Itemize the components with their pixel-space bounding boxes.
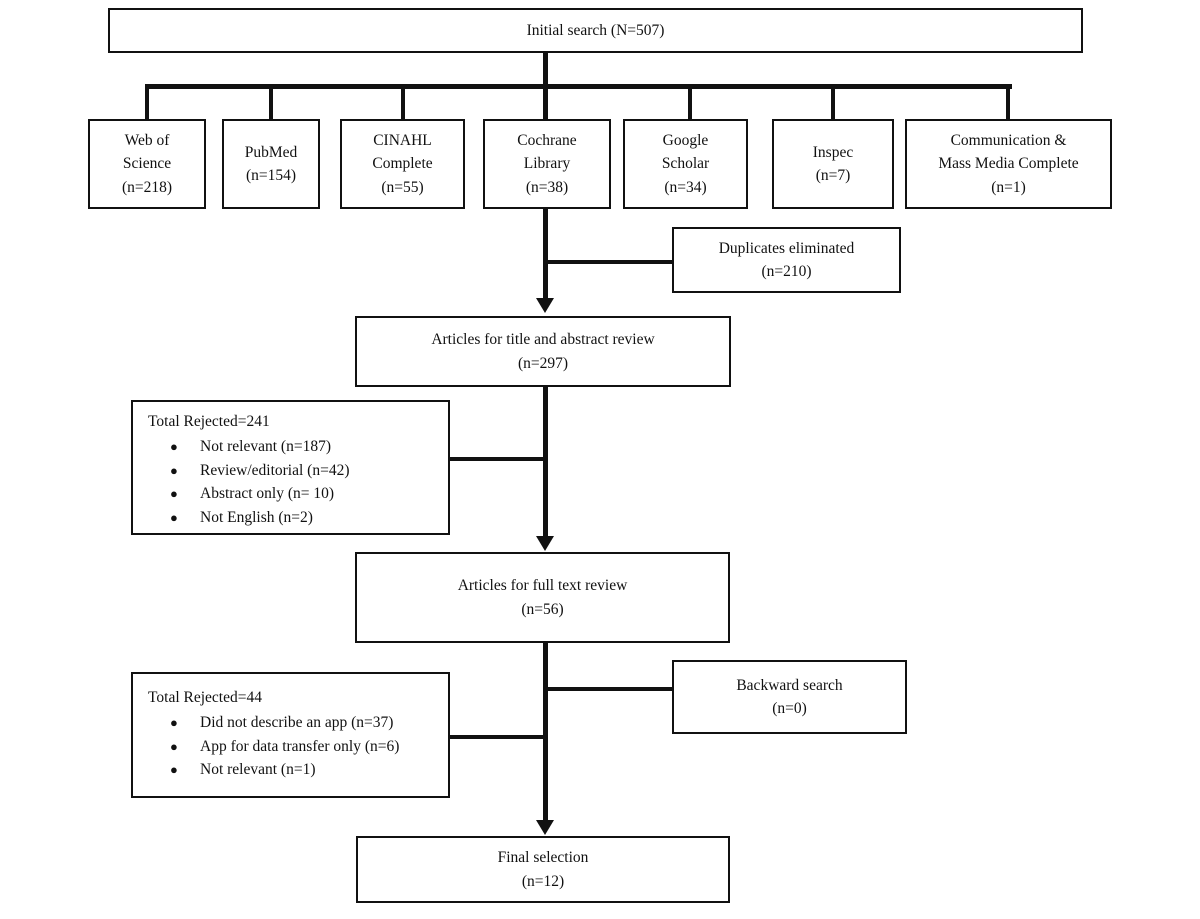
backward-search-box: Backward search (n=0) — [672, 660, 907, 734]
rejection-reason: ●Did not describe an app (n=37) — [148, 711, 434, 734]
initial-search-label: Initial search (N=507) — [526, 21, 665, 39]
backward-search-label: Backward search (n=0) — [736, 676, 843, 717]
rejection-reason: ●Abstract only (n= 10) — [148, 482, 434, 505]
connector-drop-google-scholar — [688, 84, 692, 120]
connector-drop-cinahl — [401, 84, 405, 120]
connector-rejected-241 — [449, 457, 545, 461]
connector-drop-web-of-science — [145, 84, 149, 120]
arrow-down-icon — [536, 298, 554, 313]
connector-backward-search — [545, 687, 672, 691]
connector-spine-2 — [543, 387, 548, 538]
connector-drop-inspec — [831, 84, 835, 120]
duplicates-label: Duplicates eliminated (n=210) — [718, 239, 855, 280]
bullet-icon: ● — [170, 509, 178, 525]
rejection-reason: ●Not English (n=2) — [148, 506, 434, 529]
bullet-icon: ● — [170, 439, 178, 455]
database-label: Web of Science (n=218) — [121, 132, 173, 196]
title-abstract-review-box: Articles for title and abstract review (… — [355, 316, 731, 387]
connector-duplicates — [545, 260, 673, 264]
rejected-241-list: ●Not relevant (n=187) ●Review/editorial … — [148, 435, 434, 529]
database-label: PubMed (n=154) — [244, 143, 298, 184]
bullet-icon: ● — [170, 715, 178, 731]
database-box-google-scholar: Google Scholar (n=34) — [623, 119, 748, 209]
title-abstract-review-label: Articles for title and abstract review (… — [431, 331, 655, 372]
distributor-line — [145, 84, 1012, 89]
database-box-cmmc: Communication & Mass Media Complete (n=1… — [905, 119, 1112, 209]
full-text-review-label: Articles for full text review (n=56) — [457, 577, 628, 618]
bullet-icon: ● — [170, 762, 178, 778]
initial-search-box: Initial search (N=507) — [108, 8, 1083, 53]
rejection-reason: ●App for data transfer only (n=6) — [148, 735, 434, 758]
duplicates-box: Duplicates eliminated (n=210) — [672, 227, 901, 293]
database-label: Communication & Mass Media Complete (n=1… — [938, 132, 1079, 196]
database-box-inspec: Inspec (n=7) — [772, 119, 894, 209]
final-selection-label: Final selection (n=12) — [497, 849, 589, 890]
database-box-web-of-science: Web of Science (n=218) — [88, 119, 206, 209]
connector-drop-pubmed — [269, 84, 273, 120]
database-label: Cochrane Library (n=38) — [517, 132, 577, 196]
rejected-44-heading: Total Rejected=44 — [148, 689, 262, 706]
connector-drop-cochrane — [543, 84, 548, 120]
connector-spine-1 — [543, 209, 548, 300]
database-label: Inspec (n=7) — [812, 143, 854, 184]
connector-spine-3 — [543, 643, 548, 822]
rejected-241-heading: Total Rejected=241 — [148, 413, 270, 430]
connector-initial-to-distributor — [543, 53, 548, 86]
connector-drop-cmmc — [1006, 84, 1010, 120]
rejected-44-box: Total Rejected=44 ●Did not describe an a… — [131, 672, 450, 798]
rejection-reason: ●Not relevant (n=1) — [148, 758, 434, 781]
rejection-reason: ●Review/editorial (n=42) — [148, 459, 434, 482]
database-label: Google Scholar (n=34) — [661, 132, 710, 196]
bullet-icon: ● — [170, 462, 178, 478]
rejection-reason: ●Not relevant (n=187) — [148, 435, 434, 458]
database-label: CINAHL Complete (n=55) — [372, 132, 433, 196]
final-selection-box: Final selection (n=12) — [356, 836, 730, 903]
bullet-icon: ● — [170, 738, 178, 754]
arrow-down-icon — [536, 536, 554, 551]
database-box-cochrane: Cochrane Library (n=38) — [483, 119, 611, 209]
rejected-241-box: Total Rejected=241 ●Not relevant (n=187)… — [131, 400, 450, 535]
full-text-review-box: Articles for full text review (n=56) — [355, 552, 730, 643]
arrow-down-icon — [536, 820, 554, 835]
rejected-44-list: ●Did not describe an app (n=37) ●App for… — [148, 711, 434, 781]
database-box-pubmed: PubMed (n=154) — [222, 119, 320, 209]
connector-rejected-44 — [449, 735, 545, 739]
database-box-cinahl: CINAHL Complete (n=55) — [340, 119, 465, 209]
bullet-icon: ● — [170, 486, 178, 502]
